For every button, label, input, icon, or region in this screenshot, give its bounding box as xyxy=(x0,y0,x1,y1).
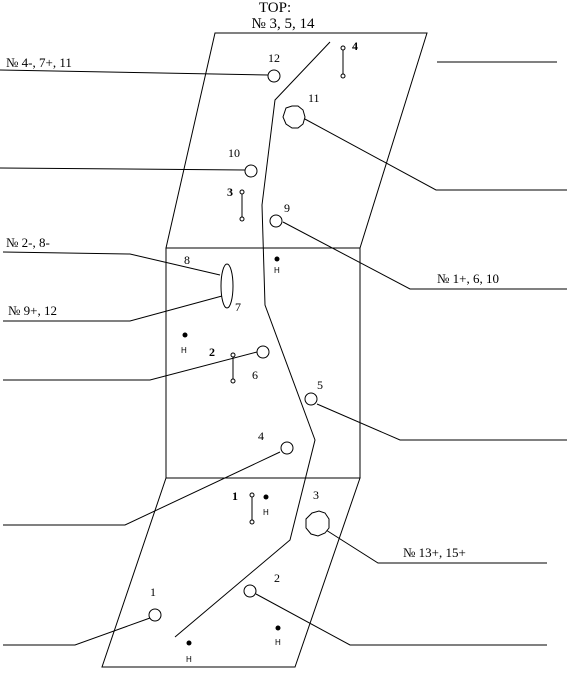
point-1 xyxy=(148,608,162,622)
point-6 xyxy=(256,345,270,359)
callout-left-mid1: № 2-, 8- xyxy=(6,235,50,250)
callout-line-right-2 xyxy=(255,593,547,646)
callout-line-right-3 xyxy=(325,529,547,564)
callout-left-mid2: № 9+, 12 xyxy=(8,303,57,318)
point-label-8: 8 xyxy=(184,253,190,267)
point-label-6: 6 xyxy=(252,368,258,382)
point-4 xyxy=(280,441,294,455)
callout-left-top: № 4-, 7+, 11 xyxy=(6,55,72,70)
point-label-9: 9 xyxy=(284,201,290,215)
support-4 xyxy=(340,45,346,79)
middle-panel xyxy=(165,247,361,479)
point-10 xyxy=(244,164,258,178)
callout-line-left-top xyxy=(0,69,269,76)
callout-line-right-5 xyxy=(316,403,567,441)
point-11 xyxy=(282,105,306,129)
h-marker-label: H xyxy=(275,638,281,647)
callout-right-mid: № 1+, 6, 10 xyxy=(437,271,499,286)
h-marker-2: H xyxy=(181,332,188,355)
title-line2: № 3, 5, 14 xyxy=(251,16,315,32)
point-label-3: 3 xyxy=(313,488,319,502)
h-marker-1: H xyxy=(274,256,280,275)
callout-line-left-8 xyxy=(2,251,221,276)
support-1 xyxy=(249,492,255,525)
h-marker-3: H xyxy=(263,494,269,517)
point-label-10: 10 xyxy=(228,146,240,160)
point-2 xyxy=(243,584,257,598)
title-line1: TOP: xyxy=(259,0,291,16)
callout-line-left-10 xyxy=(0,167,246,171)
point-label-7: 7 xyxy=(235,300,241,314)
callout-line-left-6 xyxy=(3,351,258,381)
point-5 xyxy=(304,392,318,406)
point-12 xyxy=(267,69,281,83)
point-9 xyxy=(269,214,283,228)
support-2 xyxy=(230,352,236,384)
point-label-11: 11 xyxy=(308,91,320,105)
point-label-2: 2 xyxy=(274,571,280,585)
upper-panel xyxy=(165,32,428,249)
support-label-1: 1 xyxy=(232,489,238,503)
support-label-3: 3 xyxy=(227,185,233,199)
h-marker-label: H xyxy=(186,655,192,664)
h-marker-5: H xyxy=(275,625,281,647)
fold-path xyxy=(174,41,331,638)
point-label-5: 5 xyxy=(317,378,323,392)
callout-line-left-7 xyxy=(3,295,223,322)
h-marker-4: H xyxy=(186,640,192,664)
point-label-12: 12 xyxy=(268,51,280,65)
callout-line-right-9 xyxy=(282,221,567,290)
point-8-7 xyxy=(220,263,234,309)
support-label-4: 4 xyxy=(352,39,358,53)
support-label-2: 2 xyxy=(209,345,215,359)
callout-line-right-11 xyxy=(302,117,567,191)
point-3 xyxy=(305,510,330,537)
h-marker-label: H xyxy=(181,346,187,355)
callout-line-left-4 xyxy=(3,451,281,526)
lower-panel xyxy=(101,477,361,668)
callout-line-left-1 xyxy=(3,617,151,646)
callout-right-low: № 13+, 15+ xyxy=(403,545,466,560)
point-label-1: 1 xyxy=(150,585,156,599)
point-label-4: 4 xyxy=(258,429,264,443)
h-marker-label: H xyxy=(263,508,269,517)
support-3 xyxy=(239,189,245,222)
h-marker-label: H xyxy=(274,266,280,275)
